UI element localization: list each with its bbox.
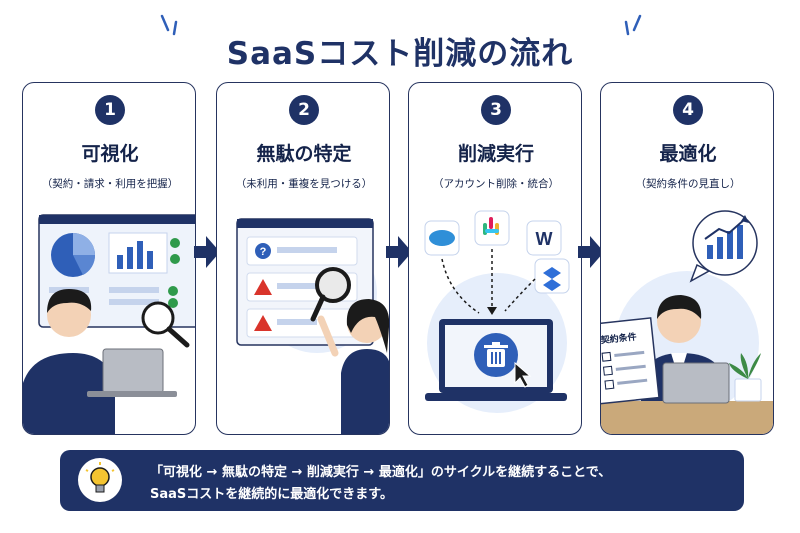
page-title: SaaSコスト削減の流れ <box>226 36 574 72</box>
arrow-right-icon-2 <box>386 236 412 268</box>
step-subtitle-4: （契約条件の見直し） <box>635 178 741 190</box>
step-number-3: 3 <box>481 95 511 125</box>
step-number-4: 4 <box>673 95 703 125</box>
sparkle-right-icon <box>624 14 642 36</box>
arrow-right-icon-3 <box>578 236 604 268</box>
step-title-3: 削減実行 <box>457 143 534 165</box>
document-label: 契約条件 <box>601 331 637 347</box>
step-card-2: 2 無駄の特定 （未利用・重複を見つける） ? <box>216 82 390 435</box>
dashboard-magnifier-icon <box>23 214 195 434</box>
arrow-right-icon-1 <box>194 236 220 268</box>
step-subtitle-1: （契約・請求・利用を把握） <box>41 178 179 190</box>
title-area: SaaSコスト削減の流れ <box>0 8 800 78</box>
sparkle-left-icon <box>160 14 178 36</box>
step-card-3: 3 削減実行 （アカウント削除・統合） W <box>408 82 582 435</box>
lightbulb-icon <box>78 458 122 502</box>
svg-text:?: ? <box>260 246 267 258</box>
step-title-2: 無駄の特定 <box>256 143 352 165</box>
banner-line-2: SaaSコストを継続的に最適化できます。 <box>150 487 393 502</box>
step-title-4: 最適化 <box>659 143 717 165</box>
step-subtitle-2: （未利用・重複を見つける） <box>235 178 373 190</box>
trash-laptop-icon: W <box>424 210 570 413</box>
step-number-2: 2 <box>289 95 319 125</box>
step-title-1: 可視化 <box>81 143 139 165</box>
step-number-1: 1 <box>95 95 125 125</box>
svg-text:W: W <box>536 229 553 249</box>
growth-chart-icon: 契約条件 <box>601 210 773 434</box>
step-card-4: 4 最適化 （契約条件の見直し） 契約条件 <box>600 82 774 435</box>
step-card-1: 1 可視化 （契約・請求・利用を把握） <box>22 82 196 435</box>
banner-line-1: 「可視化 → 無駄の特定 → 削減実行 → 最適化」のサイクルを継続することで、 <box>150 465 612 480</box>
step-subtitle-3: （アカウント削除・統合） <box>433 178 559 190</box>
summary-banner: 「可視化 → 無駄の特定 → 削減実行 → 最適化」のサイクルを継続することで、… <box>60 450 744 511</box>
warning-list-icon: ? <box>236 218 389 434</box>
